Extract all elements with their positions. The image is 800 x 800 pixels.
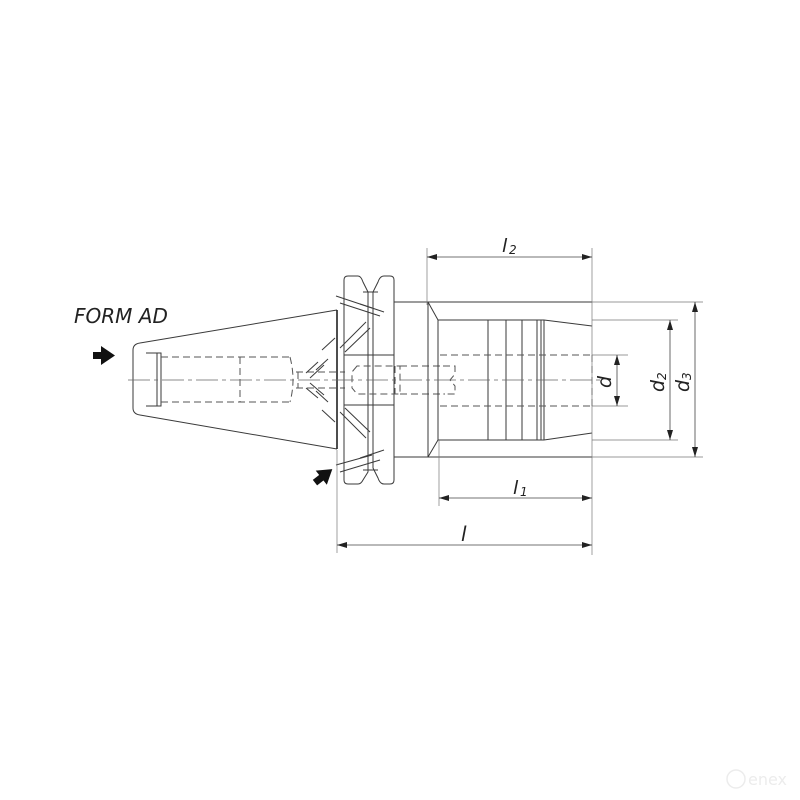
svg-text:3: 3 <box>680 372 694 380</box>
form-label: FORM AD <box>74 304 168 328</box>
svg-text:d: d <box>594 375 616 388</box>
dimension-l1: l 1 <box>438 440 592 506</box>
axial-inlet-arrow-icon <box>93 346 115 365</box>
chuck-body <box>427 301 593 458</box>
taper-shank <box>132 309 345 450</box>
svg-text:d: d <box>647 379 669 392</box>
svg-text:l: l <box>461 522 467 546</box>
dimension-d: d <box>592 354 628 407</box>
watermark-logo-icon <box>726 769 746 789</box>
dimension-d2: d 2 <box>592 319 678 441</box>
watermark: enex <box>726 769 787 789</box>
flange <box>335 275 445 485</box>
svg-text:1: 1 <box>520 485 528 499</box>
svg-text:d: d <box>672 379 694 392</box>
svg-text:2: 2 <box>655 372 669 380</box>
flange-inlet-arrow-icon <box>312 469 333 486</box>
svg-text:enex: enex <box>748 770 787 789</box>
dimension-l: l <box>336 450 592 553</box>
svg-text:l: l <box>513 477 519 499</box>
svg-text:l: l <box>502 235 508 257</box>
svg-text:2: 2 <box>509 243 517 257</box>
dimension-l2: l 2 <box>426 235 593 555</box>
dimension-d3: d 3 <box>592 301 703 458</box>
